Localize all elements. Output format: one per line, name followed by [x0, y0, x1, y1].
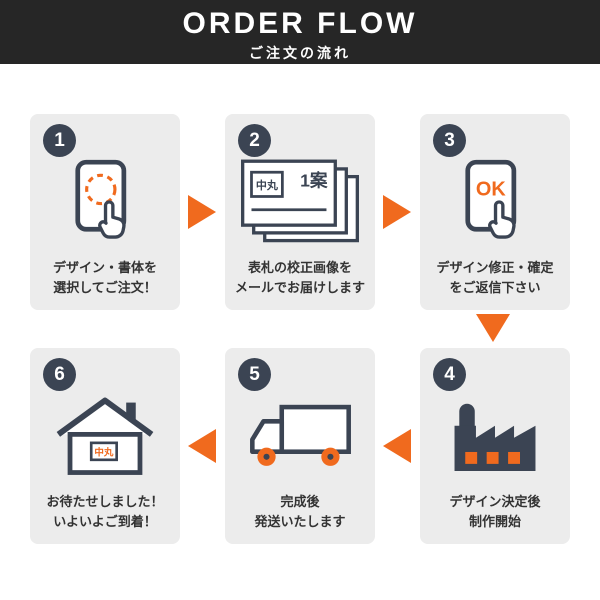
step-card-6: 6 中丸 お待たせしました！ いよいよご到着！: [30, 348, 180, 544]
step-number-badge: 2: [238, 124, 271, 157]
house-arrival-icon: 中丸: [30, 382, 180, 490]
header: ORDER FLOW ご注文の流れ: [0, 0, 600, 64]
delivery-truck-icon: [225, 382, 375, 490]
flow-arrow-down-3-4: [476, 314, 510, 342]
step-card-5: 5 完成後 発送いたします: [225, 348, 375, 544]
proof-image-icon: 中丸 1案: [225, 148, 375, 256]
ok-label: OK: [476, 179, 506, 201]
step-caption: デザイン修正・確定 をご返信下さい: [436, 260, 554, 295]
step-card-3: 3 OK デザイン修正・確定 をご返信下さい: [420, 114, 570, 310]
step-card-2: 2 中丸 1案 表札の校正画像を メールでお届けします: [225, 114, 375, 310]
step-caption: 表札の校正画像を メールでお届けします: [234, 260, 365, 295]
smartphone-ok-icon: OK: [420, 148, 570, 256]
step-number-badge: 5: [238, 358, 271, 391]
step-caption: 完成後 発送いたします: [254, 494, 346, 529]
step-caption: お待たせしました！ いよいよご到着！: [46, 494, 164, 529]
factory-icon: [420, 382, 570, 490]
proof-count-label: 1案: [300, 170, 328, 191]
step-caption: デザイン決定後 制作開始: [449, 494, 541, 529]
step-number-badge: 6: [43, 358, 76, 391]
page-title: ORDER FLOW: [182, 7, 418, 40]
flow-arrow-left-5-6: [188, 429, 216, 463]
flow-arrow-left-4-5: [383, 429, 411, 463]
flow-arrow-right-1-2: [188, 195, 216, 229]
nameplate-text: 中丸: [94, 446, 114, 458]
page-subtitle: ご注文の流れ: [249, 45, 351, 61]
tap-hand-icon: [488, 200, 516, 239]
nameplate-text: 中丸: [256, 178, 279, 192]
step-number-badge: 4: [433, 358, 466, 391]
smartphone-select-icon: [30, 148, 180, 256]
tap-hand-icon: [98, 200, 126, 239]
flow-arrow-right-2-3: [383, 195, 411, 229]
step-card-4: 4 デザイン決定後 制作開始: [420, 348, 570, 544]
step-card-1: 1 デザイン・書体を 選択してご注文！: [30, 114, 180, 310]
step-caption: デザイン・書体を 選択してご注文！: [52, 260, 157, 295]
step-number-badge: 3: [433, 124, 466, 157]
step-number-badge: 1: [43, 124, 76, 157]
